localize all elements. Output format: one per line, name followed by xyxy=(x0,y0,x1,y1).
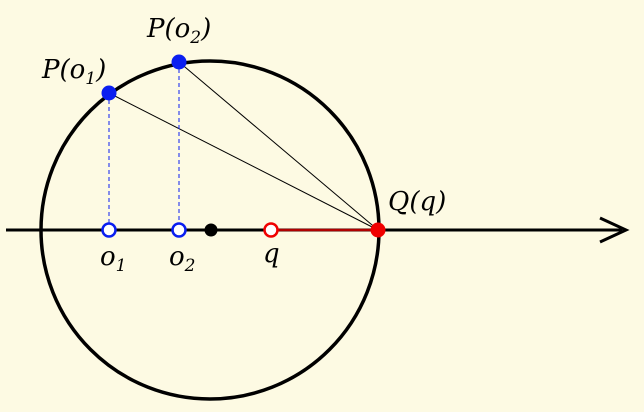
point-Q-q xyxy=(370,222,386,238)
label-o2: o2 xyxy=(169,242,195,276)
chord-p-o1-to-Q xyxy=(108,92,379,231)
point-p-o1 xyxy=(101,85,117,101)
point-center xyxy=(204,223,218,237)
point-o2 xyxy=(171,222,187,238)
point-q xyxy=(263,222,279,238)
chord-p-o2-to-Q xyxy=(178,61,379,231)
label-Q-q: Q(q) xyxy=(388,187,446,217)
point-p-o2 xyxy=(171,54,187,70)
label-q: q xyxy=(263,239,280,269)
label-o1: o1 xyxy=(100,242,126,276)
label-p-o1: P(o1) xyxy=(41,55,106,89)
point-o1 xyxy=(101,222,117,238)
label-p-o2: P(o2) xyxy=(146,14,211,48)
axis-arrowhead xyxy=(599,216,630,244)
